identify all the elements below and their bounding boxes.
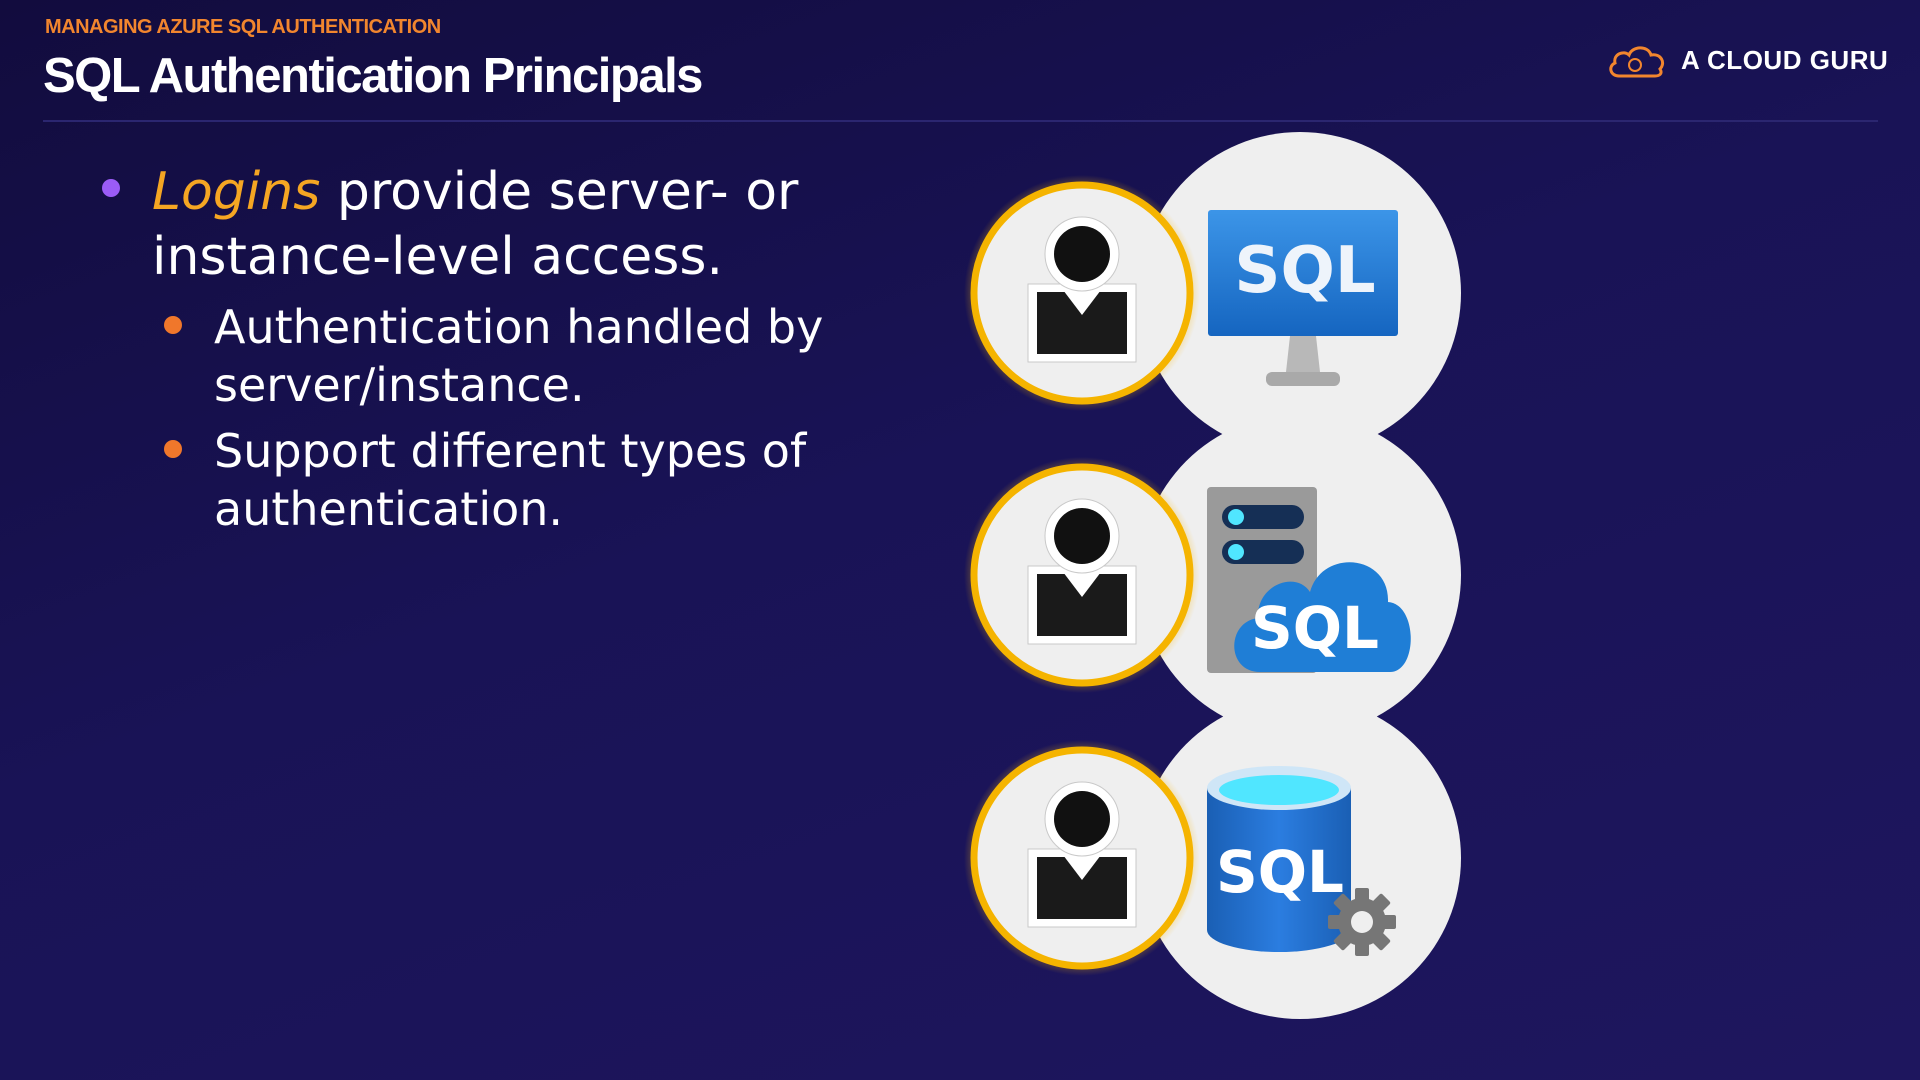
section-kicker: MANAGING AZURE SQL AUTHENTICATION [45, 16, 441, 38]
user-circle [970, 181, 1194, 405]
cloud-logo-icon [1609, 46, 1665, 78]
bullet-emphasis: Logins [152, 162, 321, 222]
user-icon [1027, 498, 1137, 645]
bullet-text: Support different types of authenticatio… [214, 424, 807, 536]
user-circle [970, 463, 1194, 687]
bullet-text: Authentication handled by server/instanc… [214, 300, 824, 412]
user-glow [964, 740, 1200, 976]
user-icon [1027, 216, 1137, 363]
bullet-dot [164, 440, 182, 458]
slide-title: SQL Authentication Principals [43, 49, 703, 103]
bullet-sub-2: Support different types of authenticatio… [98, 422, 858, 538]
bullet-list: Logins provide server- or instance-level… [98, 160, 858, 538]
principal-row-3: SQL [964, 697, 1461, 1019]
bullet-text: provide server- or instance-level access… [152, 162, 799, 287]
header-divider [43, 120, 1878, 122]
sql-monitor-icon: SQL [1208, 210, 1398, 386]
sql-server-cloud-icon: SQL [1207, 487, 1411, 673]
sql-database-gear-icon: SQL [1207, 766, 1396, 956]
bullet-dot [102, 179, 120, 197]
user-glow [964, 457, 1200, 693]
bullet-dot [164, 316, 182, 334]
user-circle [970, 746, 1194, 970]
bullet-main: Logins provide server- or instance-level… [98, 160, 858, 290]
slide-header: MANAGING AZURE SQL AUTHENTICATION SQL Au… [0, 0, 1920, 122]
principal-row-2: SQL [964, 414, 1461, 736]
sql-label: SQL [1251, 594, 1379, 662]
resource-circle [1139, 414, 1461, 736]
sql-label: SQL [1234, 234, 1375, 308]
resource-circle [1139, 697, 1461, 1019]
principal-row-1: SQL [964, 132, 1461, 454]
user-icon [1027, 781, 1137, 928]
sql-label: SQL [1216, 838, 1344, 906]
bullet-sub-1: Authentication handled by server/instanc… [98, 298, 858, 414]
resource-circle [1139, 132, 1461, 454]
brand-logo: A CLOUD GURU [1605, 38, 1888, 82]
brand-name: A CLOUD GURU [1681, 44, 1889, 75]
user-glow [964, 175, 1200, 411]
